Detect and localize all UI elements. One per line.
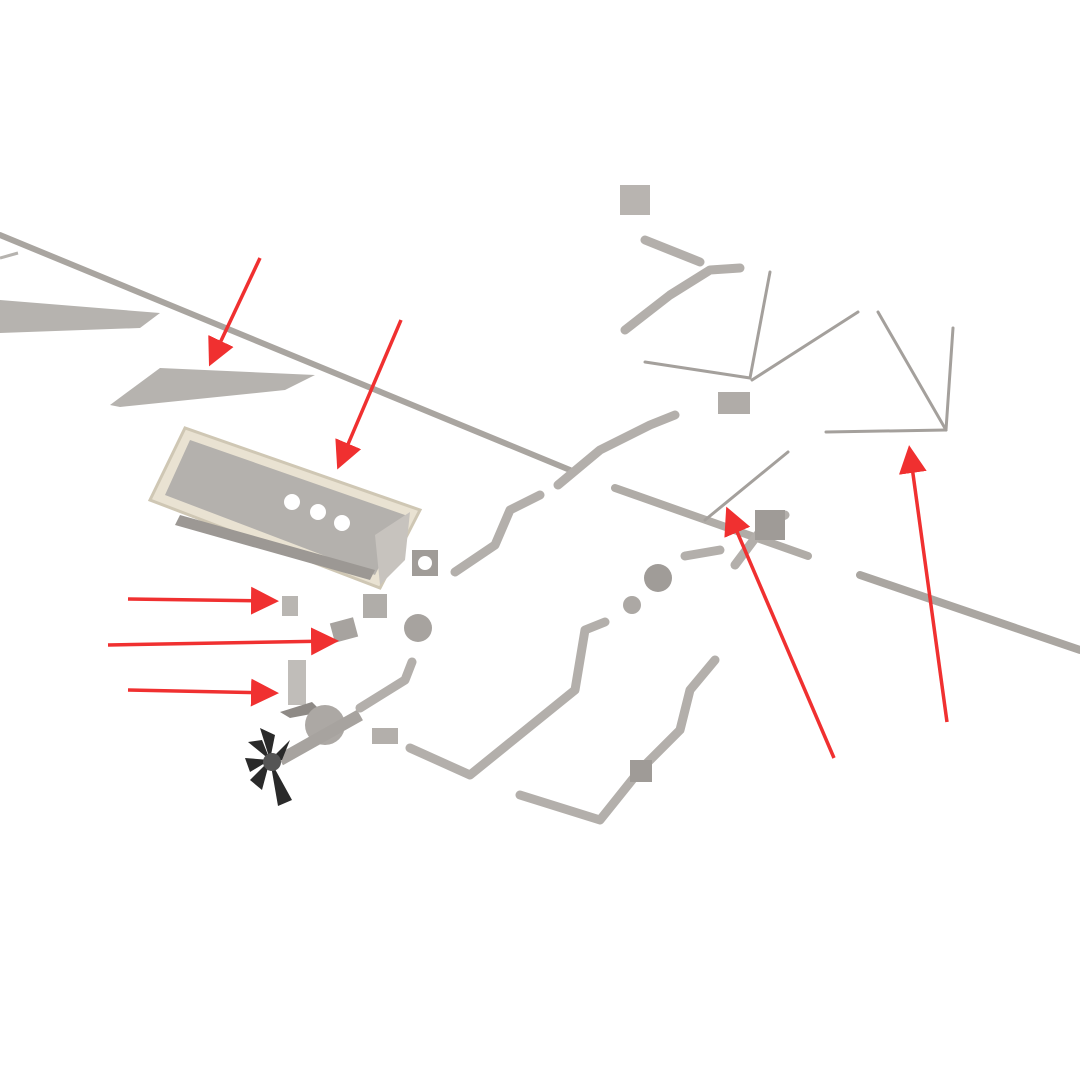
arrow-small-bracket (127, 586, 279, 615)
fan-motor-assembly (245, 705, 363, 806)
elbow-fittings (363, 185, 750, 744)
long-spray-bar-upper (0, 232, 812, 560)
valve-assembly (630, 510, 785, 782)
arrow-base-mount (127, 678, 279, 707)
triangular-plate (0, 251, 315, 407)
support-rods (643, 270, 955, 522)
long-spray-bar-lower (856, 571, 1080, 654)
annotation-arrows (107, 257, 949, 759)
arrow-triangular-plate (208, 257, 262, 367)
arrow-angle-bracket (107, 627, 339, 656)
arrow-spray-bar (724, 506, 836, 759)
arrow-support-rods (898, 445, 949, 723)
hopper-frame (147, 426, 423, 590)
bent-pipes (355, 235, 790, 825)
arrow-hopper-frame (335, 319, 403, 470)
mounting-bracket (280, 596, 359, 718)
